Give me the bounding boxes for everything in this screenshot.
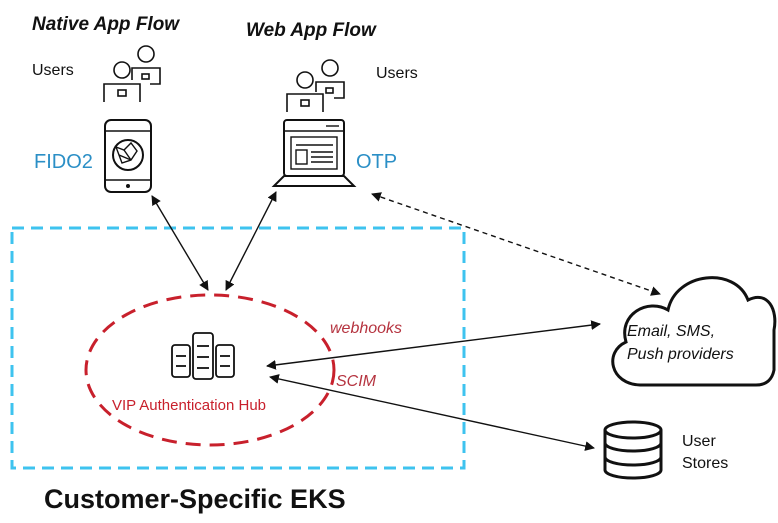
- smartphone-icon: [104, 119, 152, 193]
- hub-boundary: [84, 293, 336, 447]
- scim-label: SCIM: [336, 373, 377, 390]
- laptop-icon: [271, 119, 357, 187]
- cloud-icon: [611, 276, 777, 387]
- eks-cluster-boundary: [10, 226, 466, 470]
- otp-label: OTP: [356, 151, 397, 173]
- webhooks-connector: [266, 320, 601, 370]
- fido2-label: FIDO2: [34, 151, 93, 173]
- native-flow-title: Native App Flow: [32, 14, 180, 35]
- users-icon: [286, 59, 345, 112]
- providers-line-2: Push providers: [627, 346, 734, 363]
- eks-cluster-label: Customer-Specific EKS: [44, 484, 346, 514]
- servers-icon: [171, 332, 235, 380]
- web-users-label: Users: [376, 65, 418, 82]
- users-icon: [103, 45, 161, 102]
- database-icon: [603, 420, 663, 480]
- webhooks-label: webhooks: [330, 320, 402, 337]
- stores-line-1: User: [682, 433, 716, 450]
- web-flow-title: Web App Flow: [246, 20, 377, 41]
- stores-line-2: Stores: [682, 455, 728, 472]
- otp-provider-connector: [371, 192, 661, 296]
- providers-line-1: Email, SMS,: [627, 323, 715, 340]
- scim-connector: [269, 374, 595, 451]
- laptop-hub-connector: [225, 191, 277, 291]
- phone-hub-connector: [151, 195, 209, 291]
- native-users-label: Users: [32, 62, 74, 79]
- hub-label: VIP Authentication Hub: [112, 397, 266, 414]
